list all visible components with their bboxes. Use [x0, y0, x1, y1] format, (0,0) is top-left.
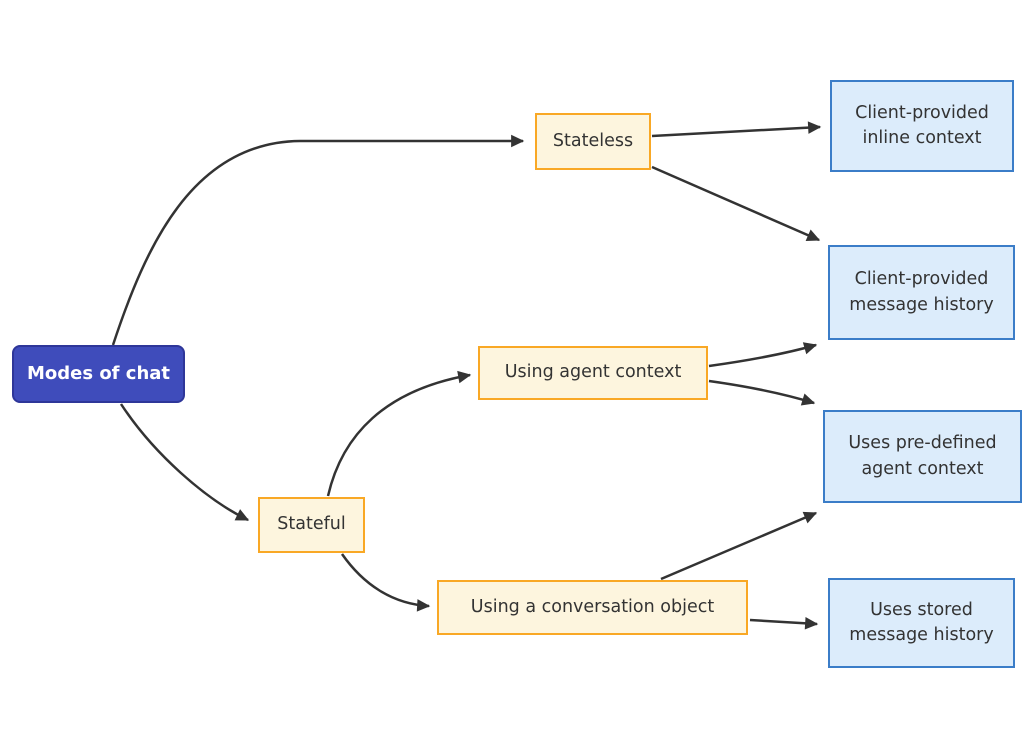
edge-stateful-to-agent-context: [326, 370, 472, 497]
node-stateful: Stateful: [258, 497, 365, 553]
node-client-provided-message-history: Client-provided message history: [828, 245, 1015, 340]
node-uses-predefined-agent-context: Uses pre-defined agent context: [823, 410, 1022, 503]
edge-root-to-stateless: [111, 134, 525, 346]
node-client-provided-inline-context: Client-provided inline context: [830, 80, 1014, 172]
edge-agent-context-to-predefined: [708, 379, 816, 406]
node-modes-of-chat: Modes of chat: [12, 345, 185, 403]
node-stateless: Stateless: [535, 113, 651, 170]
edge-agent-context-to-message-history: [708, 342, 818, 368]
edge-root-to-stateful: [119, 403, 250, 522]
edge-stateless-to-message-history: [651, 165, 821, 242]
node-using-agent-context: Using agent context: [478, 346, 708, 400]
node-uses-stored-message-history: Uses stored message history: [828, 578, 1015, 668]
edge-conversation-to-predefined: [660, 511, 818, 581]
node-using-conversation-object: Using a conversation object: [437, 580, 748, 635]
edge-stateless-to-inline-context: [651, 121, 822, 138]
edge-stateful-to-conversation: [340, 553, 431, 612]
edge-conversation-to-stored-history: [749, 617, 819, 630]
